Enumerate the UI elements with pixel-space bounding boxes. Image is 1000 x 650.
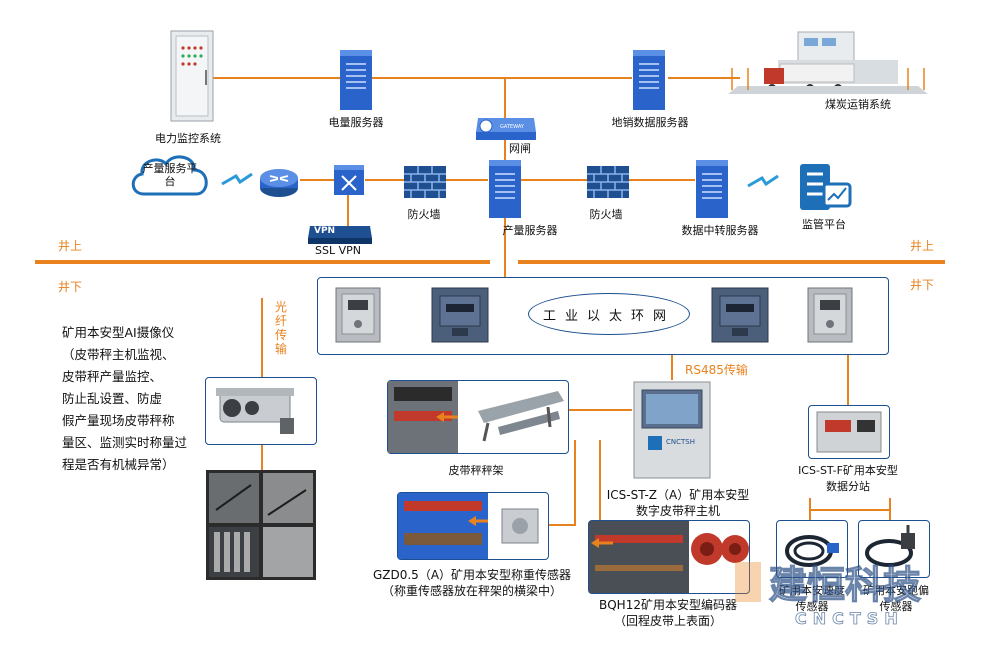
speed-sensor-box xyxy=(776,520,848,578)
camera-desc-line: 程是否有机械异常） xyxy=(62,457,175,472)
ssl-vpn-icon: VPN xyxy=(306,224,374,246)
production-server-icon xyxy=(487,158,523,220)
svg-text:建恒科技: 建恒科技 xyxy=(769,563,921,607)
data-relay-server-icon xyxy=(694,158,730,220)
above-ground-right-label: 井上 xyxy=(910,239,935,253)
ring-network-ellipse: 工业以太环网 xyxy=(528,293,690,335)
svg-text:GATEWAY: GATEWAY xyxy=(500,124,525,130)
gateway-icon: GATEWAY xyxy=(472,114,538,142)
camera-desc-line: 假产量现场皮带秤称 xyxy=(62,413,175,428)
vpn-badge-text: VPN xyxy=(314,226,336,236)
host-label-line1: ICS-ST-Z（A）矿用本安型 xyxy=(606,488,750,502)
power-cabinet-image xyxy=(170,30,214,122)
switch-icon xyxy=(333,164,365,196)
sales-server-label: 地销数据服务器 xyxy=(611,116,689,129)
load-sensor-label-line2: （称重传感器放在秤架的横梁中） xyxy=(381,584,563,598)
belt-frame-box xyxy=(387,380,569,454)
speed-sensor-label-line1: 矿用本安速度 xyxy=(779,584,845,597)
svg-text:CNCTSH: CNCTSH xyxy=(795,609,904,628)
exproof-switch-2 xyxy=(430,284,490,346)
camera-desc-line: 量区、监测实时称量过 xyxy=(62,435,188,450)
exproof-switch-1 xyxy=(334,284,382,346)
data-substation-box xyxy=(808,405,890,459)
load-sensor-box xyxy=(397,492,549,560)
power-system-label: 电力监控系统 xyxy=(155,132,221,145)
firewall-right-label: 防火墙 xyxy=(589,208,623,221)
encoder-label-line2: （回程皮带上表面） xyxy=(613,614,723,628)
router-icon xyxy=(258,164,300,200)
below-ground-left-label: 井下 xyxy=(58,280,83,294)
production-platform-cloud: 产量服务平台 xyxy=(126,150,214,202)
firewall-right-icon xyxy=(587,166,629,198)
exproof-switch-3 xyxy=(710,284,770,346)
camera-desc-line: 矿用本安型AI摄像仪 xyxy=(62,325,175,340)
camera-description: 矿用本安型AI摄像仪 （皮带秤主机监视、 皮带秤产量监控、 防止乱设置、防虚 假… xyxy=(62,322,212,476)
camera-desc-line: （皮带秤主机监视、 xyxy=(62,347,175,362)
below-ground-right-label: 井下 xyxy=(910,278,935,292)
firewall-left-icon xyxy=(404,166,446,198)
company-watermark-logo: 建恒科技 CNCTSH xyxy=(735,552,965,632)
deviation-sensor-box xyxy=(858,520,930,578)
power-server-icon xyxy=(338,48,374,112)
speed-sensor-label-line2: 传感器 xyxy=(795,600,829,613)
coal-transport-image xyxy=(718,28,936,100)
load-sensor-label-line1: GZD0.5（A）矿用本安型称重传感器 xyxy=(372,568,572,582)
ring-network-label: 工业以太环网 xyxy=(542,308,675,324)
ssl-vpn-label: SSL VPN xyxy=(315,244,361,257)
belt-scale-host: CNCTSH xyxy=(632,380,712,480)
rs485-label: RS485传输 xyxy=(685,363,748,377)
host-label-line2: 数字皮带秤主机 xyxy=(635,504,721,518)
encoder-label-line1: BQH12矿用本安型编码器 xyxy=(599,598,737,612)
encoder-box xyxy=(588,520,750,594)
data-relay-server-label: 数据中转服务器 xyxy=(681,224,759,237)
gateway-label: 网闸 xyxy=(509,142,531,155)
fiber-transmission-label: 光纤传输 xyxy=(274,300,287,356)
sales-server-icon xyxy=(631,48,667,112)
supervision-platform-label: 监管平台 xyxy=(802,218,846,231)
camera-desc-line: 防止乱设置、防虚 xyxy=(62,391,163,406)
exproof-switch-4 xyxy=(806,284,854,346)
substation-label-line2: 数据分站 xyxy=(826,480,870,493)
firewall-left-label: 防火墙 xyxy=(407,208,441,221)
coal-transport-label: 煤炭运销系统 xyxy=(825,98,891,111)
ai-camera-box xyxy=(205,377,317,445)
deviation-sensor-label-line1: 矿用本安跑偏 xyxy=(863,584,929,597)
supervision-platform-icon xyxy=(796,158,854,214)
host-logo-text: CNCTSH xyxy=(666,438,695,446)
production-platform-label: 产量服务平台 xyxy=(142,162,198,188)
deviation-sensor-label-line2: 传感器 xyxy=(879,600,913,613)
above-ground-left-label: 井上 xyxy=(58,239,83,253)
substation-label-line1: ICS-ST-F矿用本安型 xyxy=(798,464,898,477)
belt-frame-label: 皮带秤秤架 xyxy=(448,464,504,477)
camera-monitoring-screens xyxy=(206,470,316,580)
production-server-label: 产量服务器 xyxy=(502,224,558,237)
power-server-label: 电量服务器 xyxy=(328,116,384,129)
camera-desc-line: 皮带秤产量监控、 xyxy=(62,369,163,384)
